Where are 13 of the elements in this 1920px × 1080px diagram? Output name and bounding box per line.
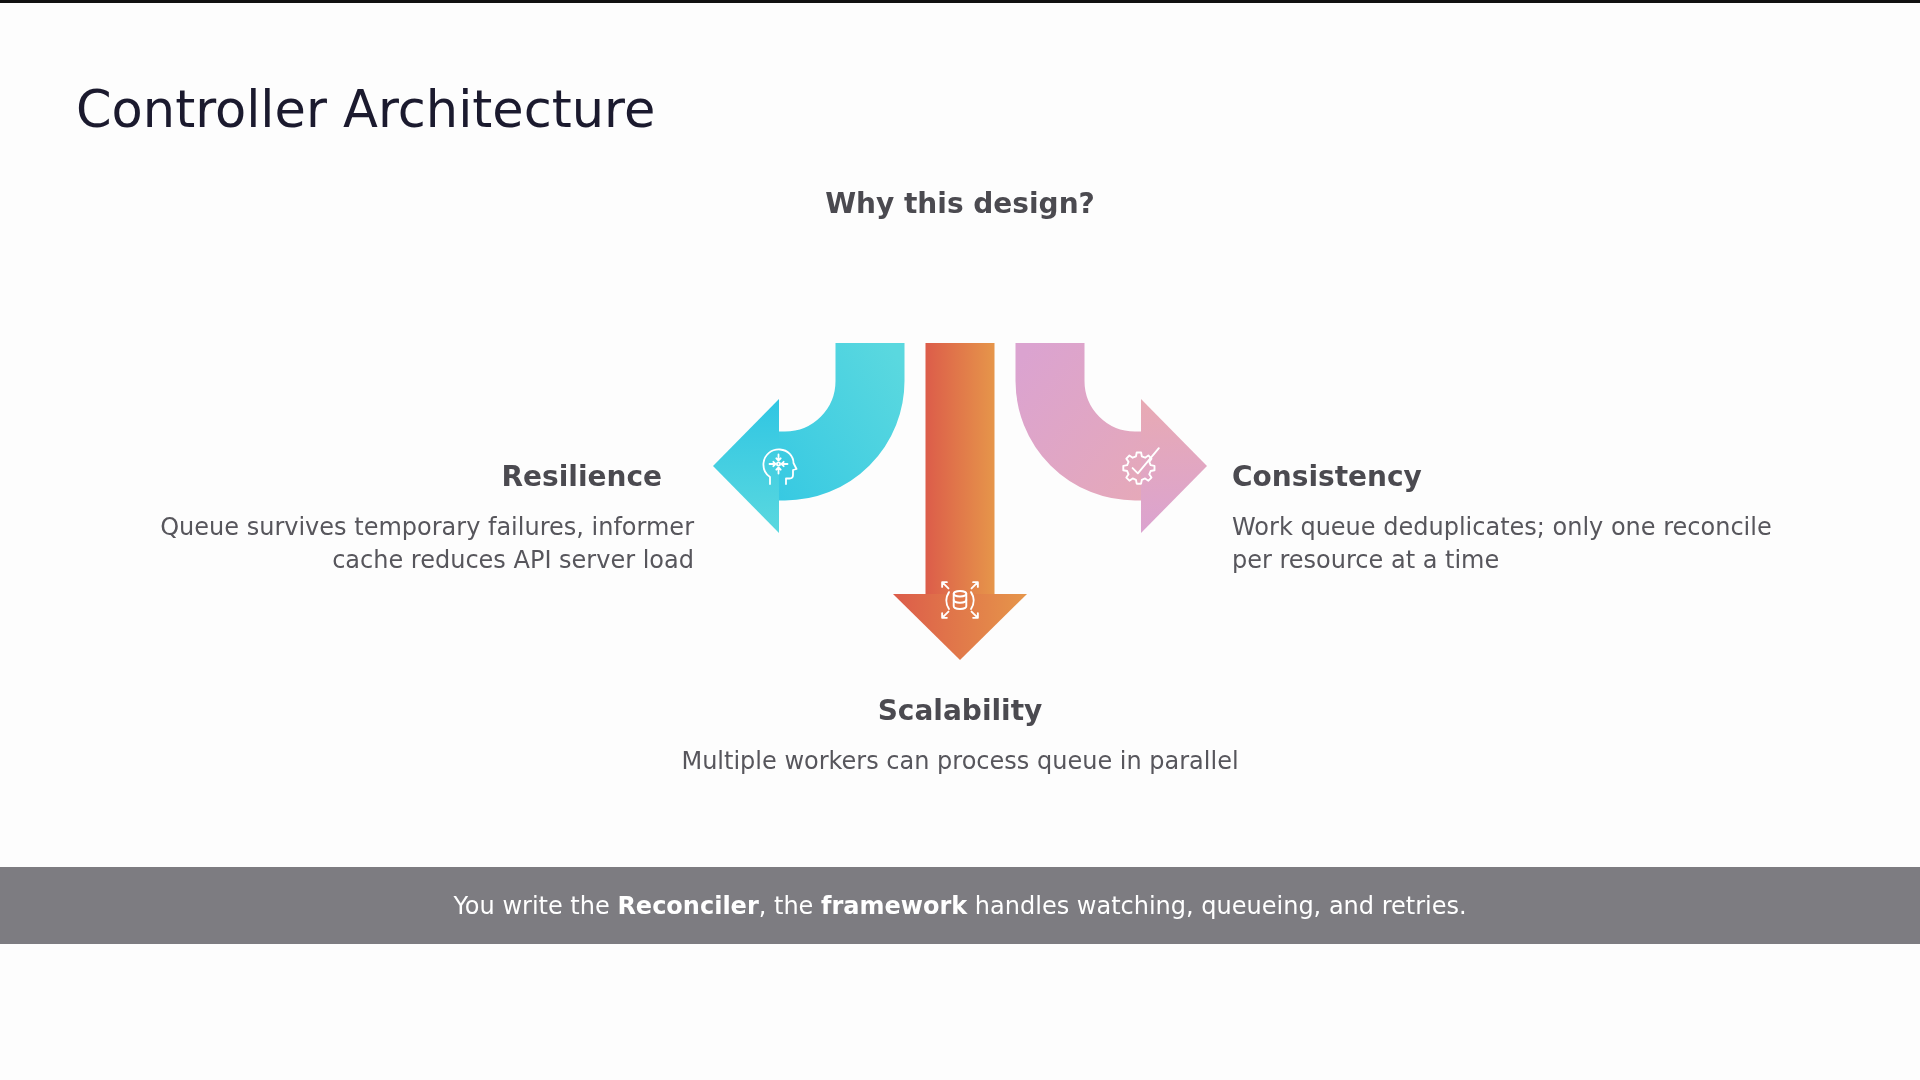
section-heading: Consistency [1232, 459, 1422, 495]
section-heading: Resilience [501, 459, 662, 495]
section-description: Work queue deduplicates; only one reconcile per resource at a time [1232, 512, 1773, 576]
down-arrow [893, 343, 1027, 660]
section-description: Multiple workers can process queue in parallel [681, 746, 1239, 777]
banner-text: You write the Reconciler, the framework handles watching, queueing, and retries. [453, 890, 1467, 922]
curved-arrow [1015, 343, 1207, 533]
section-heading: Scalability [877, 693, 1043, 729]
subtitle: Why this design? [825, 186, 1095, 222]
slide-title: Controller Architecture [76, 79, 656, 141]
curved-arrow [713, 343, 905, 533]
section-description: Queue survives temporary failures, informer cache reduces API server load [159, 512, 694, 576]
footer-banner [0, 867, 1920, 944]
